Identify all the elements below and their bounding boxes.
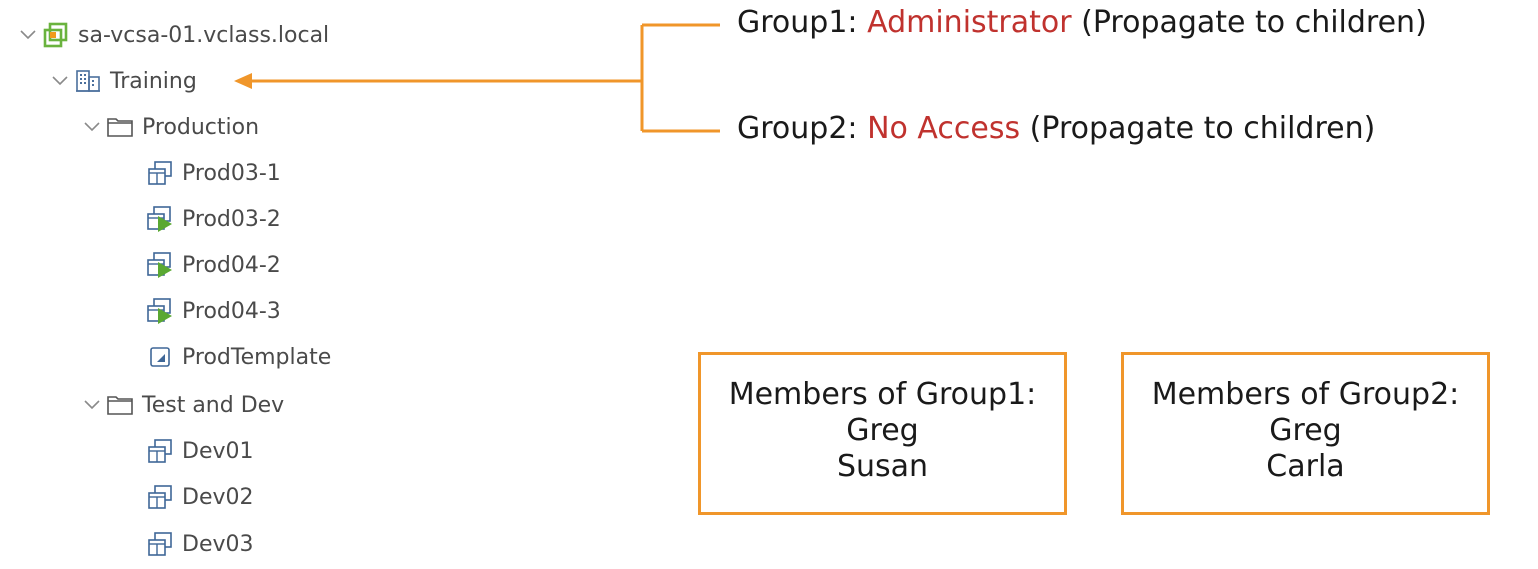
group-name: Group1: — [737, 5, 858, 40]
propagate-note: (Propagate to children) — [1081, 5, 1427, 40]
vm-icon — [146, 437, 174, 465]
role-name: No Access — [867, 111, 1021, 146]
tree-node-vm[interactable]: Prod03-1 — [146, 155, 281, 191]
tree-node-folder-test-and-dev[interactable]: Test and Dev — [78, 387, 284, 423]
tree-node-label: Prod04-2 — [182, 252, 281, 278]
chevron-down-icon[interactable] — [78, 109, 106, 145]
tree-node-vcenter[interactable]: sa-vcsa-01.vclass.local — [14, 17, 329, 53]
member-name: Susan — [836, 449, 929, 484]
vm-icon — [146, 530, 174, 558]
member-name: Greg — [1269, 413, 1342, 448]
tree-node-label: Dev03 — [182, 531, 254, 557]
chevron-down-icon[interactable] — [78, 387, 106, 423]
tree-node-datacenter[interactable]: Training — [46, 63, 197, 99]
tree-node-template[interactable]: ProdTemplate — [146, 339, 331, 375]
inventory-tree: sa-vcsa-01.vclass.local Training — [0, 0, 640, 569]
permission-group1: Group1: Administrator (Propagate to chil… — [737, 8, 1427, 38]
chevron-down-icon[interactable] — [46, 63, 74, 99]
vcenter-icon — [42, 21, 70, 49]
members-box-group1: Members of Group1: Greg Susan — [698, 352, 1067, 515]
tree-node-vm[interactable]: Dev01 — [146, 433, 254, 469]
role-name: Administrator — [867, 5, 1072, 40]
tree-node-vm[interactable]: Dev02 — [146, 479, 254, 515]
tree-node-label: Dev01 — [182, 438, 254, 464]
member-name: Carla — [1266, 449, 1345, 484]
arrow-head-icon — [234, 73, 252, 89]
propagate-note: (Propagate to children) — [1029, 111, 1376, 146]
tree-node-label: Prod03-1 — [182, 160, 281, 186]
members-box-group2: Members of Group2: Greg Carla — [1121, 352, 1490, 515]
tree-node-label: sa-vcsa-01.vclass.local — [78, 22, 330, 48]
tree-node-label: Prod03-2 — [182, 206, 281, 232]
chevron-down-icon[interactable] — [14, 17, 42, 53]
tree-node-folder-production[interactable]: Production — [78, 109, 259, 145]
template-icon — [146, 343, 174, 371]
member-name: Greg — [846, 413, 919, 448]
box-title: Members of Group1: — [728, 377, 1037, 412]
tree-node-vm[interactable]: Prod03-2 — [146, 201, 281, 237]
tree-node-vm[interactable]: Prod04-3 — [146, 293, 281, 329]
vm-running-icon — [146, 205, 174, 233]
tree-node-vm[interactable]: Prod04-2 — [146, 247, 281, 283]
folder-icon — [106, 391, 134, 419]
tree-node-vm[interactable]: Dev03 — [146, 526, 254, 562]
permission-group2: Group2: No Access (Propagate to children… — [737, 114, 1375, 144]
vm-running-icon — [146, 297, 174, 325]
folder-icon — [106, 113, 134, 141]
tree-node-label: Prod04-3 — [182, 298, 281, 324]
box-title: Members of Group2: — [1151, 377, 1460, 412]
tree-node-label: Production — [142, 114, 260, 140]
tree-node-label: Dev02 — [182, 484, 254, 510]
datacenter-icon — [74, 67, 102, 95]
tree-node-label: Test and Dev — [142, 392, 285, 418]
vm-icon — [146, 159, 174, 187]
tree-node-label: ProdTemplate — [182, 344, 332, 370]
vm-running-icon — [146, 251, 174, 279]
vm-icon — [146, 483, 174, 511]
group-name: Group2: — [737, 111, 858, 146]
tree-node-label: Training — [110, 68, 197, 94]
